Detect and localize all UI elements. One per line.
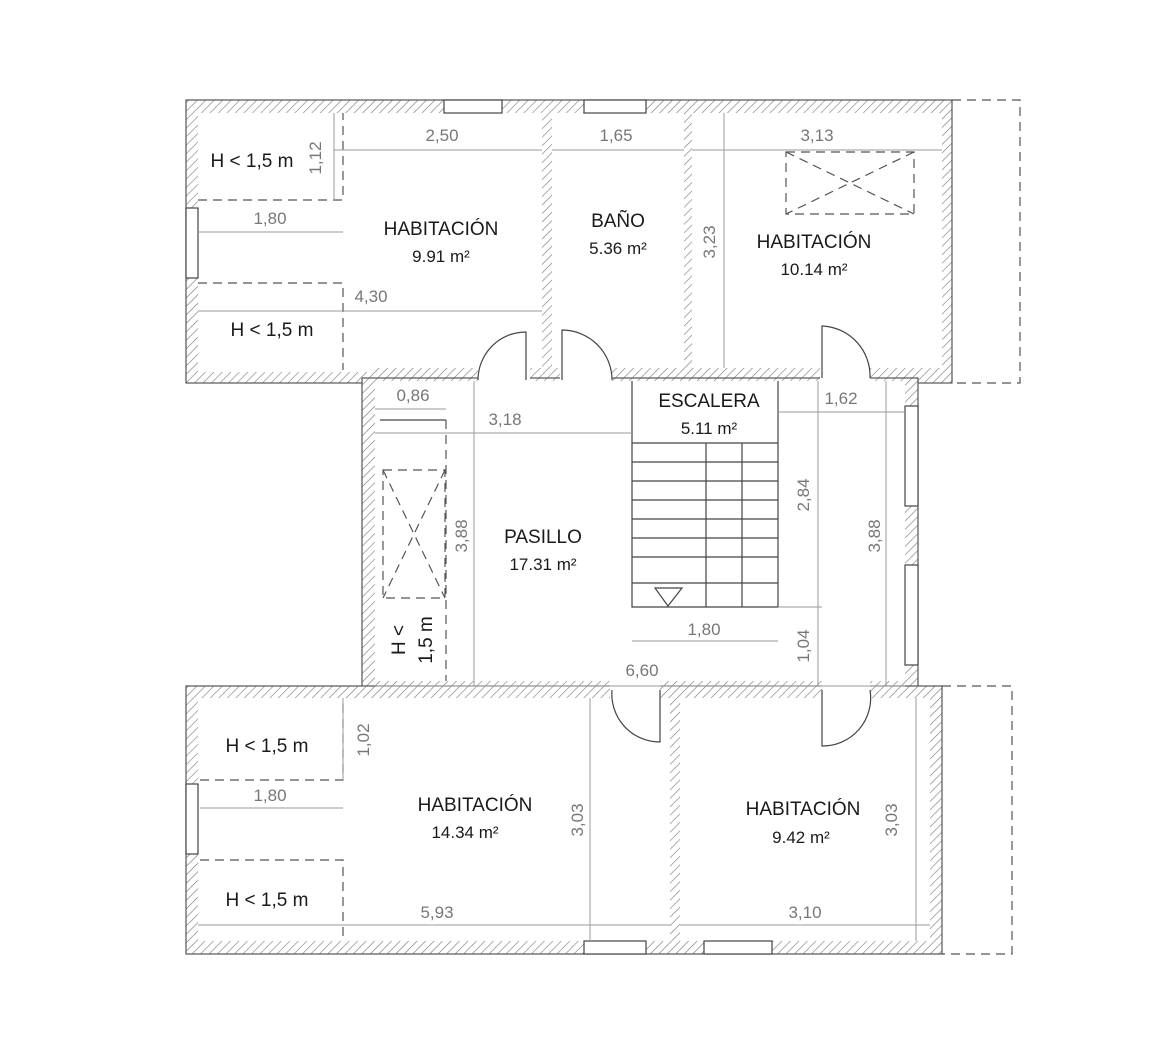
dim-1-04: 1,04 xyxy=(794,629,813,662)
door-bed-top-right xyxy=(821,325,871,379)
window-right-1 xyxy=(904,405,919,507)
dim-1-65: 1,65 xyxy=(599,126,632,145)
room-name-bed-top-right: HABITACIÓN xyxy=(757,231,872,253)
dim-3-03-left: 3,03 xyxy=(568,803,587,836)
window-bottom-2 xyxy=(703,940,773,955)
stair-arrow-icon xyxy=(653,587,684,608)
doors xyxy=(477,325,872,747)
room-area-bed-bottom-left: 14.34 m² xyxy=(431,823,498,842)
low-height-label: H < 1,5 m xyxy=(211,151,294,172)
room-name-hall: PASILLO xyxy=(504,527,582,548)
dim-3-88-left: 3,88 xyxy=(452,519,471,552)
skylights xyxy=(382,151,915,599)
dim-3-18: 3,18 xyxy=(488,410,521,429)
room-name-bed-bottom-right: HABITACIÓN xyxy=(746,798,861,820)
dim-1-62: 1,62 xyxy=(824,389,857,408)
low-height-label-vertical-1: H < xyxy=(389,625,410,655)
room-area-stairs: 5.11 m² xyxy=(681,419,738,438)
dim-3-23: 3,23 xyxy=(700,225,719,258)
balconies xyxy=(942,99,1021,955)
window-bottom-1 xyxy=(583,940,647,955)
dimension-lines xyxy=(198,113,942,941)
balcony-bottom-right xyxy=(942,685,1013,955)
dim-1-80-top: 1,80 xyxy=(253,209,286,228)
dim-1-80-stair: 1,80 xyxy=(687,620,720,639)
window-top-1 xyxy=(443,99,503,114)
stairs-steps xyxy=(631,381,779,608)
room-area-bed-top-left: 9.91 m² xyxy=(412,247,470,266)
dim-5-93: 5,93 xyxy=(420,903,453,922)
balcony-top-right xyxy=(952,99,1021,384)
door-bath xyxy=(561,329,613,381)
dim-3-10: 3,10 xyxy=(788,903,821,922)
room-area-bed-top-right: 10.14 m² xyxy=(780,260,847,279)
low-height-label: H < 1,5 m xyxy=(226,736,309,757)
low-height-label: H < 1,5 m xyxy=(226,890,309,911)
dim-1-80-bottom: 1,80 xyxy=(253,786,286,805)
dim-2-50: 2,50 xyxy=(425,126,458,145)
room-interiors xyxy=(198,113,942,941)
dimension-labels: 1,12 2,50 1,65 3,13 1,80 4,30 3,23 0,86 … xyxy=(253,126,901,922)
dim-1-12: 1,12 xyxy=(306,141,325,174)
window-left-1 xyxy=(185,207,199,279)
room-area-hall: 17.31 m² xyxy=(509,555,576,574)
door-bed-bottom-right xyxy=(821,689,872,747)
dim-0-86: 0,86 xyxy=(396,386,429,405)
dim-3-88-right: 3,88 xyxy=(865,519,884,552)
dim-1-02: 1,02 xyxy=(354,723,373,756)
dim-4-30: 4,30 xyxy=(354,287,387,306)
window-left-2 xyxy=(185,783,199,855)
dim-2-84: 2,84 xyxy=(794,478,813,511)
low-height-labels: H < 1,5 m H < 1,5 m H < 1,5 m H < 1,5 m … xyxy=(211,151,437,911)
window-right-2 xyxy=(904,564,919,666)
room-labels: HABITACIÓN 9.91 m² BAÑO 5.36 m² HABITACI… xyxy=(384,210,872,847)
door-bed-bottom-left xyxy=(611,689,661,743)
door-bed-top-left xyxy=(477,331,527,381)
windows xyxy=(185,99,919,955)
dim-6-60: 6,60 xyxy=(625,661,658,680)
low-height-label: H < 1,5 m xyxy=(231,320,314,341)
room-name-bed-top-left: HABITACIÓN xyxy=(384,218,499,240)
room-area-bath: 5.36 m² xyxy=(589,239,647,258)
room-name-bed-bottom-left: HABITACIÓN xyxy=(418,794,533,816)
dim-3-03-right: 3,03 xyxy=(882,803,901,836)
room-area-bed-bottom-right: 9.42 m² xyxy=(772,828,830,847)
room-name-bath: BAÑO xyxy=(591,210,645,232)
dim-3-13: 3,13 xyxy=(800,126,833,145)
window-top-2 xyxy=(583,99,647,114)
low-height-label-vertical-2: 1,5 m xyxy=(416,616,437,664)
room-name-stairs: ESCALERA xyxy=(658,391,760,412)
